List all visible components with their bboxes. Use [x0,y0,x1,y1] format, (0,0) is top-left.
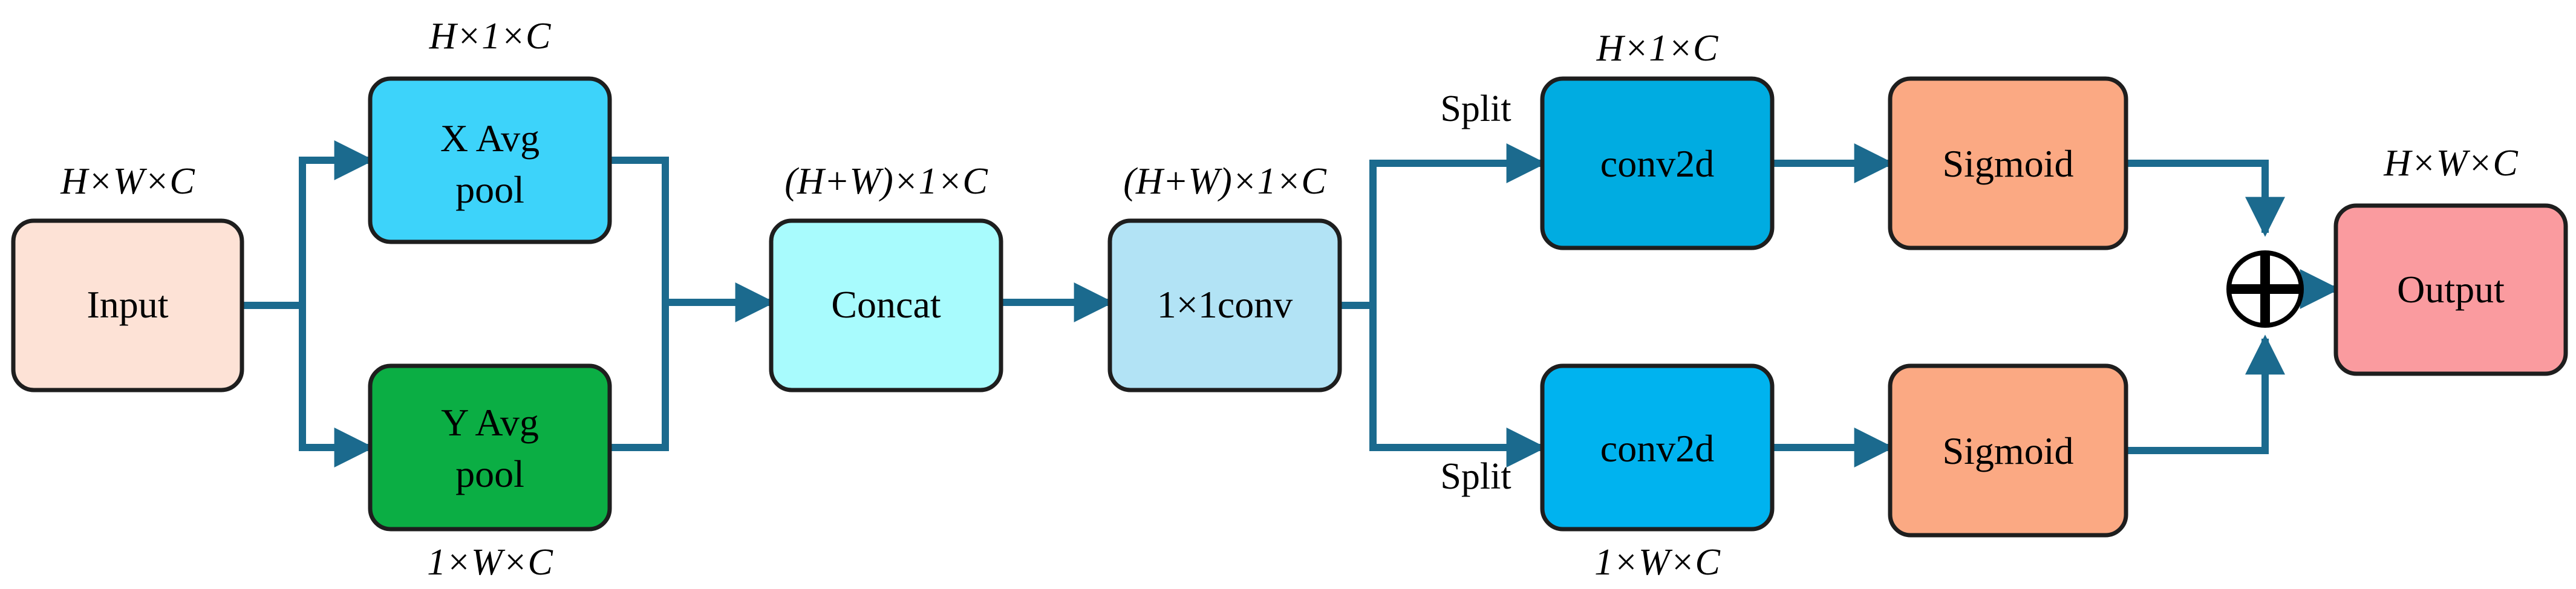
sigmoid-top-label: Sigmoid [1943,142,2074,185]
y-avg-pool-label-line2: pool [455,452,524,495]
dim-conv2d-top: H×1×C [1596,28,1718,69]
sigmoid-top-box [1888,76,2128,250]
wire-sigmoid-combine-top [2126,160,2285,237]
y-avg-pool-box [368,363,612,532]
wire-fork-xpool [299,140,374,305]
node-conv1x1: 1×1conv [1107,218,1342,392]
wire-sigmoid-combine-bottom [2126,334,2285,454]
input-label: Input [86,283,168,326]
dimension-labels: H×W×C H×1×C 1×W×C (H+W)×1×C (H+W)×1×C H×… [60,16,2518,583]
node-output: Output [2333,203,2568,376]
split-label-bottom: Split [1440,456,1511,497]
wire-split-conv2d-top [1369,143,1547,305]
conv2d-bottom-label: conv2d [1600,427,1714,470]
x-avg-pool-label-line2: pool [455,168,524,211]
connections [242,140,2340,467]
dim-y-avg-pool: 1×W×C [427,542,553,583]
split-label-top: Split [1440,88,1511,129]
dim-concat: (H+W)×1×C [784,161,988,202]
node-conv2d-top: conv2d [1540,76,1775,250]
y-avg-pool-label-line1: Y Avg [441,401,539,444]
dim-conv1x1: (H+W)×1×C [1123,161,1326,202]
node-input: Input [11,218,244,392]
node-conv2d-bottom: conv2d [1540,363,1775,532]
output-label: Output [2397,268,2505,311]
concat-label: Concat [831,283,941,326]
wire-fork-ypool [299,305,374,467]
wire-split-conv2d-bottom [1369,305,1547,467]
conv1x1-label: 1×1conv [1157,283,1293,326]
node-sigmoid-bottom: Sigmoid [1888,363,2128,538]
conv1x1-box [1107,218,1342,392]
x-avg-pool-label-line1: X Avg [440,117,540,160]
wire-xpool-merge [610,157,669,451]
concat-box [769,218,1003,392]
input-box [11,218,244,392]
conv2d-top-label: conv2d [1600,142,1714,185]
output-box [2333,203,2568,376]
node-x-avg-pool: X Avg pool [368,76,612,244]
node-sigmoid-top: Sigmoid [1888,76,2128,250]
dim-conv2d-bottom: 1×W×C [1594,542,1720,583]
sigmoid-bottom-box [1888,363,2128,538]
dim-output: H×W×C [2383,143,2518,184]
conv2d-bottom-box [1540,363,1775,532]
circle-plus-icon [2226,250,2304,328]
dim-input: H×W×C [60,161,195,202]
dim-x-avg-pool: H×1×C [429,16,551,57]
node-y-avg-pool: Y Avg pool [368,363,612,532]
x-avg-pool-box [368,76,612,244]
split-labels: Split Split [1440,88,1511,497]
node-concat: Concat [769,218,1003,392]
sigmoid-bottom-label: Sigmoid [1943,429,2074,472]
conv2d-top-box [1540,76,1775,250]
